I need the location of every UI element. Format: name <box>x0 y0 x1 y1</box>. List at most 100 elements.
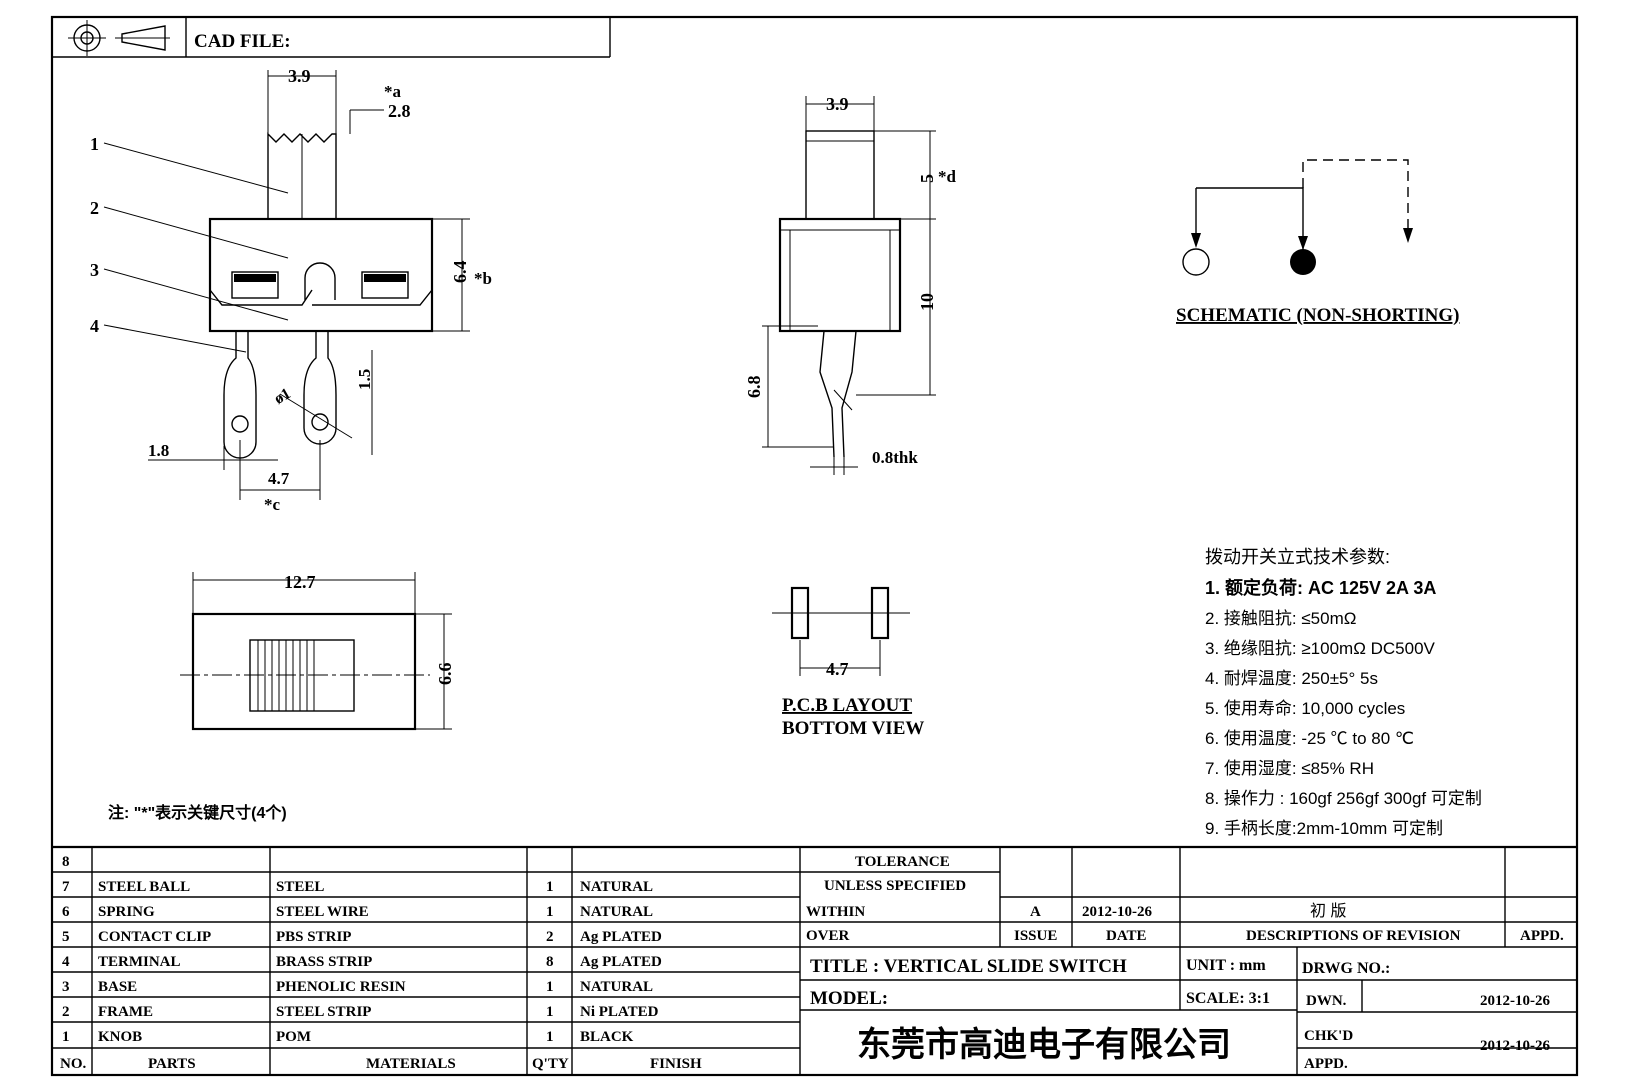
bom-cell: 1 <box>62 1029 70 1045</box>
issue-label: ISSUE <box>1014 928 1057 944</box>
spec-item-6: 6. 使用温度: -25 ℃ to 80 ℃ <box>1205 728 1414 748</box>
spec-item-8: 8. 操作力 : 160gf 256gf 300gf 可定制 <box>1205 789 1482 808</box>
bom-cell: 1 <box>546 1004 554 1020</box>
bom-cell: CONTACT CLIP <box>98 929 211 945</box>
knob-front <box>805 130 875 220</box>
pin-front <box>819 330 857 458</box>
center-slot <box>304 262 336 300</box>
side-view: 3.9 *a 2.8 6.4 *b 1.5 ø1 1.8 4.7 *c 1 2 … <box>90 66 492 514</box>
bom-cell: 5 <box>62 929 70 945</box>
bom-cell: Ni PLATED <box>580 1004 659 1020</box>
bom-cell: NATURAL <box>580 979 653 995</box>
open-contact-icon <box>1182 248 1210 276</box>
bom-cell: 3 <box>62 979 70 995</box>
chkd-label: CHK'D <box>1304 1028 1353 1044</box>
model-label: MODEL: <box>810 988 888 1009</box>
pcb-subtitle: BOTTOM VIEW <box>782 718 924 739</box>
body-front <box>778 217 902 333</box>
bom-cell: Ag PLATED <box>580 954 662 970</box>
dim-top-width: 3.9 <box>288 66 311 86</box>
revision-issue: A <box>1030 904 1041 920</box>
top-body <box>191 612 417 731</box>
dim-left: 1.8 <box>148 441 169 460</box>
bom-header-parts: PARTS <box>148 1056 196 1072</box>
bom-cell: TERMINAL <box>98 954 181 970</box>
bom-cell: BLACK <box>580 1029 634 1045</box>
bom-cell: PBS STRIP <box>276 929 351 945</box>
bom-cell: 1 <box>546 1029 554 1045</box>
bom-cell: PHENOLIC RESIN <box>276 979 406 995</box>
desc-label: DESCRIPTIONS OF REVISION <box>1246 928 1461 944</box>
bom-cell: 4 <box>62 954 70 970</box>
bom-header-materials: MATERIALS <box>366 1056 456 1072</box>
bom-cell: POM <box>276 1029 311 1045</box>
title-block: TOLERANCE UNLESS SPECIFIED WITHIN OVER A… <box>800 847 1577 1075</box>
dim-a-label: *a <box>384 82 402 101</box>
bom-cell: NATURAL <box>580 904 653 920</box>
over-label: OVER <box>806 928 850 944</box>
chkd-date: 2012-10-26 <box>1480 1038 1550 1054</box>
dim-pin-spacing: 1.5 <box>355 369 374 390</box>
bom-cell: 6 <box>62 904 70 920</box>
bom-cell: 1 <box>546 979 554 995</box>
spec-item-1: 1. 额定负荷: AC 125V 2A 3A <box>1205 577 1436 598</box>
sheet-border <box>50 15 1579 1077</box>
revision-desc: 初 版 <box>1310 902 1346 920</box>
dim-pitch: 4.7 <box>268 469 290 488</box>
bom-cell: STEEL BALL <box>98 879 190 895</box>
bom-cell: 2 <box>546 929 554 945</box>
spec-item-4: 4. 耐焊温度: 250±5° 5s <box>1205 669 1378 688</box>
key-dimension-note: 注: "*"表示关键尺寸(4个) <box>108 803 287 822</box>
bom-cell: 7 <box>62 879 70 895</box>
dwn-label: DWN. <box>1306 993 1347 1009</box>
front-dim-thk: 0.8thk <box>872 448 918 467</box>
front-view: 3.9 5 *d 10 6.8 0.8thk <box>744 94 957 475</box>
terminal-left <box>223 331 257 459</box>
bom-cell: STEEL WIRE <box>276 904 369 920</box>
closed-contact-icon <box>1290 249 1316 275</box>
unit-label: UNIT : mm <box>1186 957 1266 974</box>
dim-c-label: *c <box>264 495 281 514</box>
spec-item-3: 3. 绝缘阻抗: ≥100mΩ DC500V <box>1205 639 1436 658</box>
pcb-title: P.C.B LAYOUT <box>782 695 912 716</box>
scale-label: SCALE: 3:1 <box>1186 990 1270 1007</box>
front-dim-pin-len: 6.8 <box>744 376 764 399</box>
dwn-date: 2012-10-26 <box>1480 993 1550 1009</box>
bom-cell: SPRING <box>98 904 155 920</box>
tolerance-label: TOLERANCE <box>855 854 950 870</box>
dim-hole: ø1 <box>271 385 293 408</box>
top-view: 12.7 6.6 <box>180 572 455 731</box>
bom-cell: BRASS STRIP <box>276 954 372 970</box>
bom-cell: Ag PLATED <box>580 929 662 945</box>
part-number-2: 2 <box>90 198 99 218</box>
bom-cell: NATURAL <box>580 879 653 895</box>
spec-item-5: 5. 使用寿命: 10,000 cycles <box>1205 698 1405 718</box>
terminal-right <box>303 331 337 445</box>
bom-cell: 2 <box>62 1004 70 1020</box>
front-dim-d: 5 <box>917 174 937 183</box>
drawing-title: TITLE : VERTICAL SLIDE SWITCH <box>810 956 1127 977</box>
company-name: 东莞市高迪电子有限公司 <box>857 1025 1231 1064</box>
part-number-3: 3 <box>90 260 99 280</box>
dim-a-value: 2.8 <box>388 101 411 121</box>
dim-height: 6.4 <box>450 261 470 284</box>
projection-symbol-icon <box>68 20 170 56</box>
bom-header-finish: FINISH <box>650 1056 702 1072</box>
drwg-no-label: DRWG NO.: <box>1302 960 1390 977</box>
window-left <box>231 271 279 299</box>
revision-date: 2012-10-26 <box>1082 904 1152 920</box>
spec-list: 拨动开关立式技术参数: 1. 额定负荷: AC 125V 2A 3A 2. 接触… <box>1205 547 1482 838</box>
unless-specified-label: UNLESS SPECIFIED <box>824 878 966 894</box>
header-block: CAD FILE: <box>52 17 611 58</box>
switch-body <box>208 217 434 333</box>
pcb-dim-pitch: 4.7 <box>826 659 849 679</box>
pcb-layout: 4.7 P.C.B LAYOUT BOTTOM VIEW <box>772 586 924 739</box>
cad-file-label: CAD FILE: <box>194 31 291 52</box>
spec-item-7: 7. 使用湿度: ≤85% RH <box>1205 758 1374 778</box>
appd-label: APPD. <box>1520 928 1564 944</box>
front-dim-d-label: *d <box>938 167 957 186</box>
spec-title: 拨动开关立式技术参数: <box>1205 547 1390 567</box>
bom-cell: BASE <box>98 979 137 995</box>
spec-item-2: 2. 接触阻抗: ≤50mΩ <box>1205 609 1356 628</box>
